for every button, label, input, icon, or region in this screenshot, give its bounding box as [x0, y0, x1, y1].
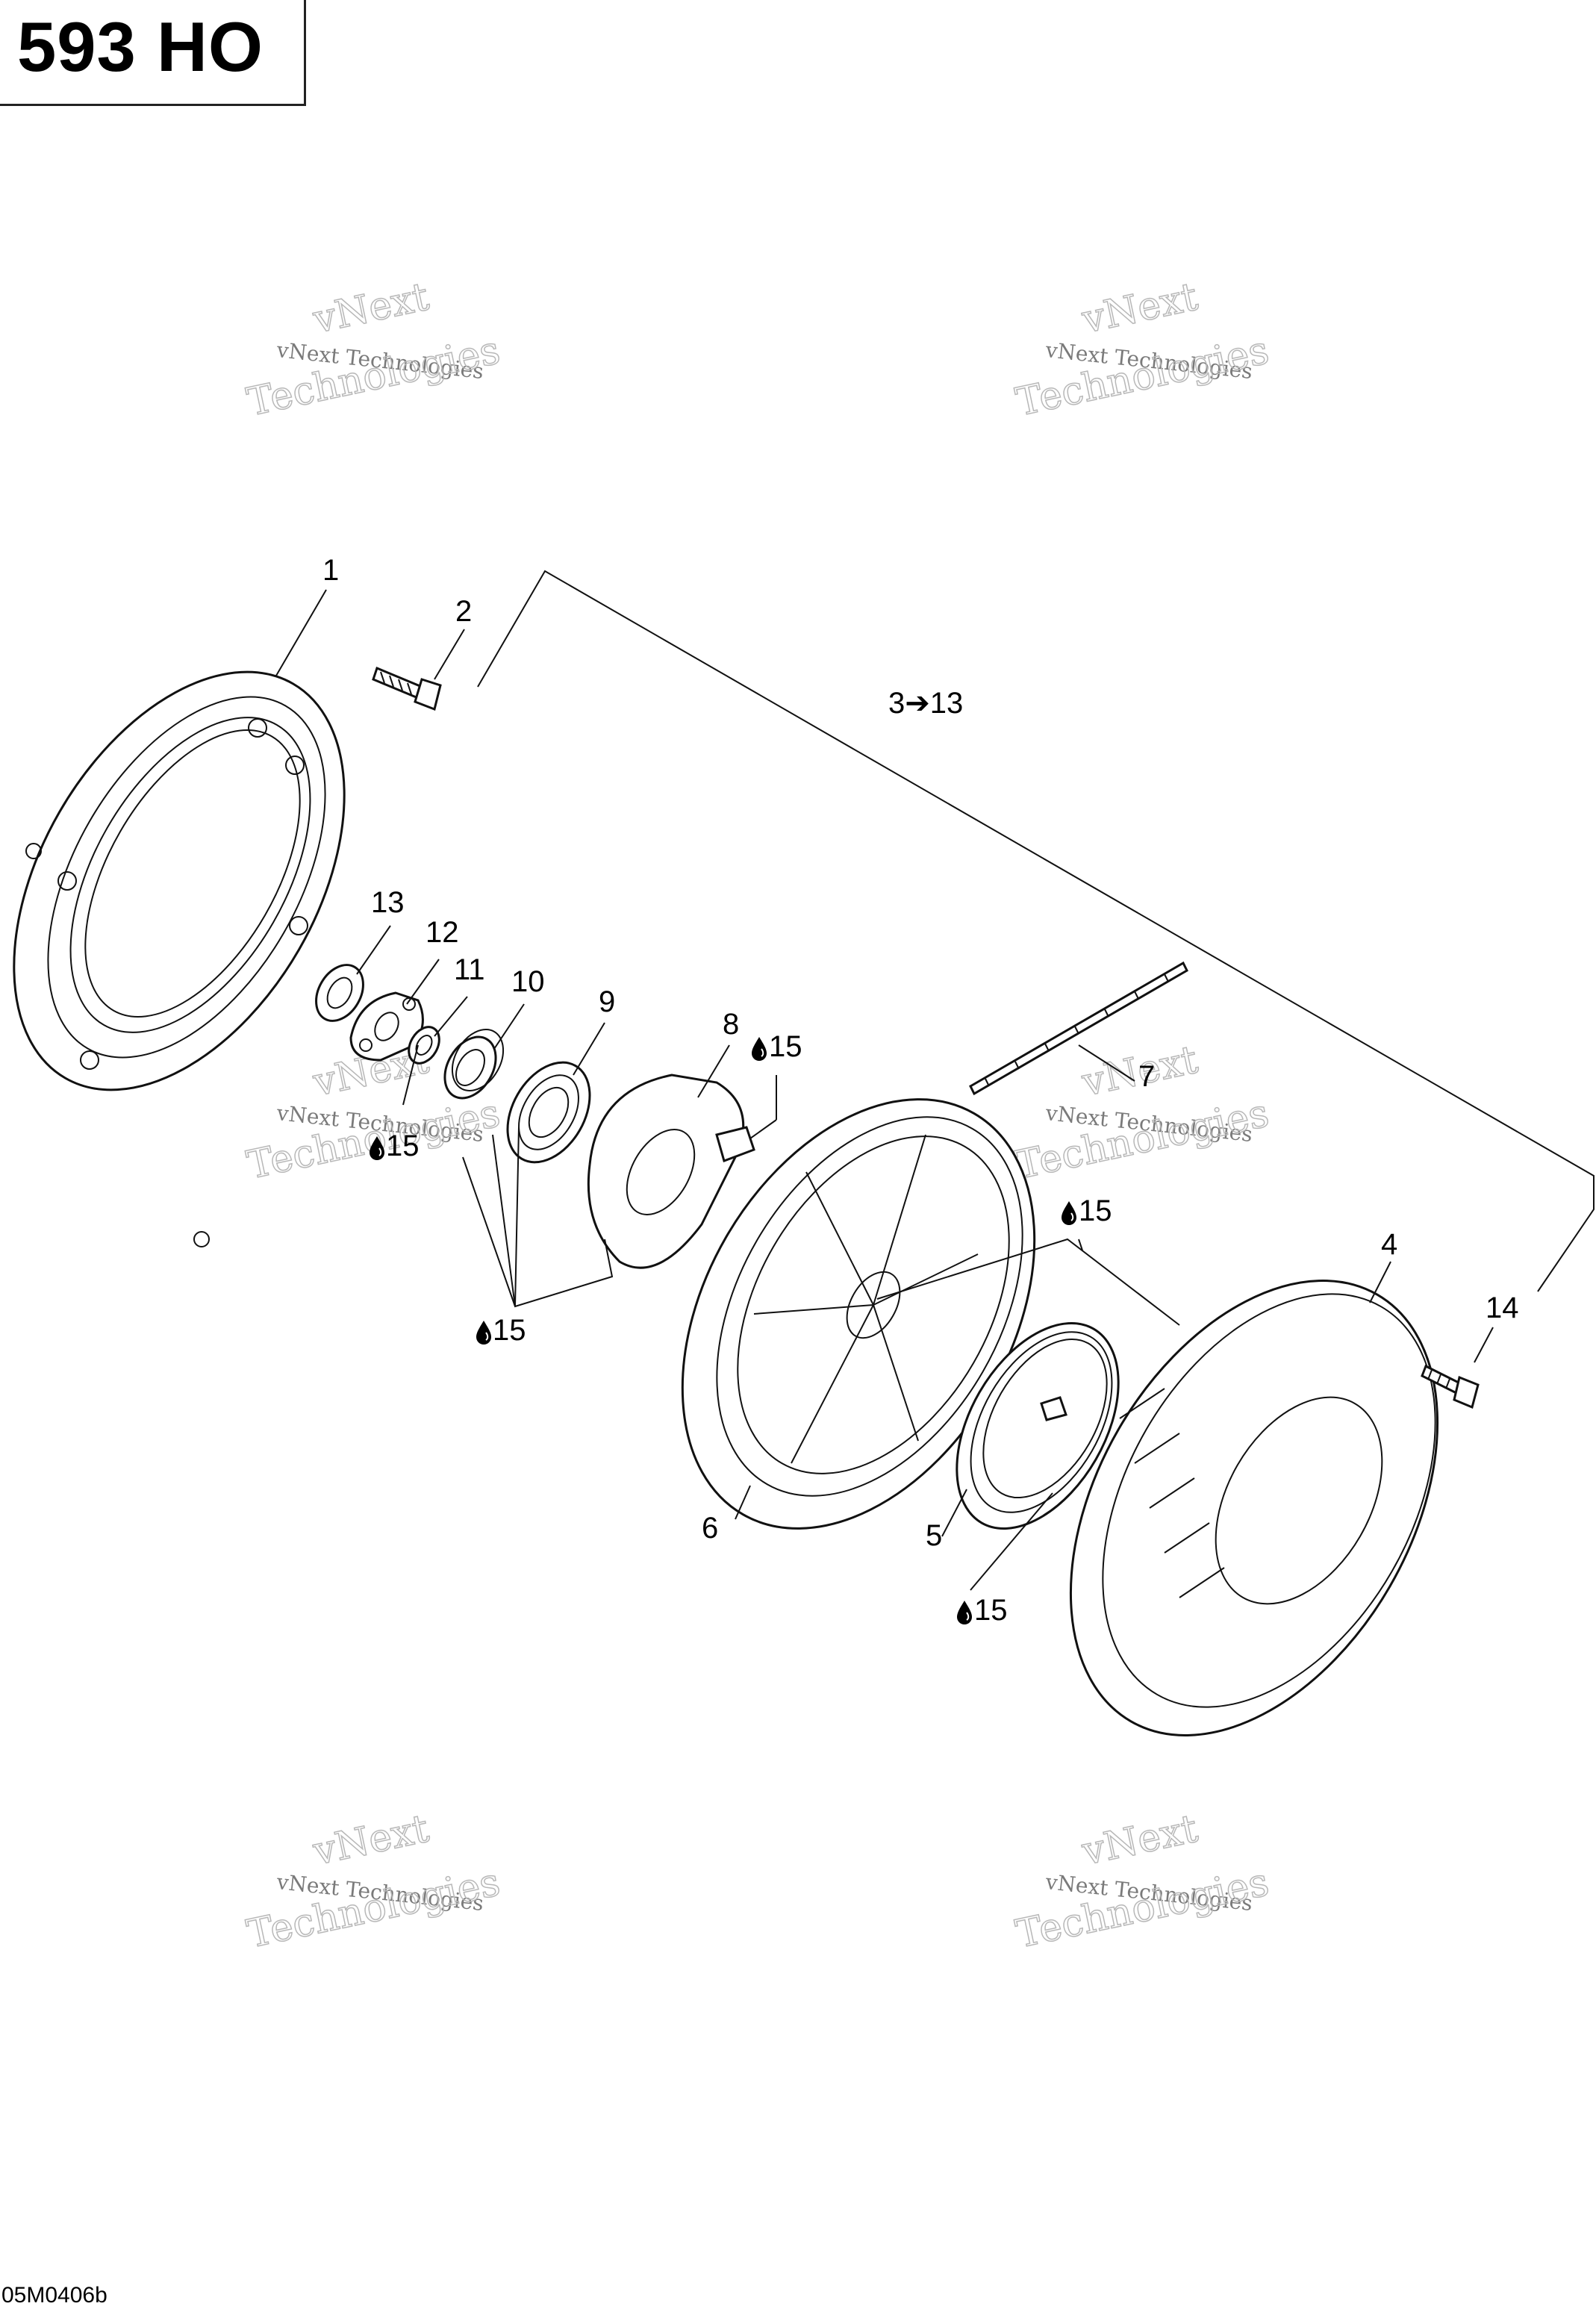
callout-15: 15 — [386, 1130, 420, 1162]
part-2-bolt — [372, 666, 442, 711]
part-1-housing-ring — [13, 670, 346, 1247]
oil-drop-icon — [1061, 1200, 1077, 1226]
oil-drop-icon — [476, 1320, 492, 1345]
part-6-rope-pulley — [681, 1098, 1036, 1530]
diagram-title: 593 HO — [17, 7, 264, 86]
callout-12: 12 — [426, 916, 459, 949]
leader-lines — [275, 570, 1595, 1591]
oil-drop-icon — [751, 1036, 767, 1062]
part-13-lock-ring — [315, 964, 364, 1022]
callout-15: 15 — [1079, 1194, 1112, 1227]
callout-13: 13 — [371, 886, 405, 919]
callout-15: 15 — [493, 1314, 526, 1347]
callout-1: 1 — [322, 554, 339, 587]
diagram-title-box: 593 HO — [0, 0, 306, 106]
part-12-plate — [349, 991, 424, 1062]
callout-11: 11 — [454, 953, 485, 986]
watermark-text: vNext — [1078, 275, 1202, 343]
watermark-text: vNext — [309, 275, 433, 343]
callout-7: 7 — [1138, 1060, 1155, 1093]
part-4-starter-cover — [1069, 1280, 1439, 1736]
callout-15: 15 — [974, 1594, 1008, 1627]
callout-14: 14 — [1486, 1292, 1519, 1324]
callout-2: 2 — [455, 595, 472, 628]
part-10-bushing — [443, 1029, 505, 1100]
callout-labels: 1 2 3➔13 4 5 6 7 8 9 10 11 12 13 14 15 1… — [322, 554, 1519, 1627]
part-8-cam — [587, 1074, 755, 1269]
callout-6: 6 — [702, 1512, 718, 1545]
callout-15: 15 — [769, 1030, 802, 1063]
part-9-spring-ring — [506, 1061, 591, 1164]
callout-4: 4 — [1381, 1228, 1397, 1261]
callout-9: 9 — [599, 985, 615, 1018]
part-14-bolt — [1421, 1364, 1480, 1409]
callout-5: 5 — [926, 1519, 942, 1552]
part-5-recoil-spring — [956, 1322, 1120, 1530]
callout-10: 10 — [511, 965, 545, 998]
part-7-rope — [969, 961, 1188, 1096]
watermark-text: vNext — [1078, 1807, 1202, 1875]
callout-3-13: 3➔13 — [888, 687, 963, 720]
oil-drop-icon — [956, 1600, 973, 1625]
reference-code: 05M0406b — [1, 2283, 107, 2308]
callout-8: 8 — [723, 1008, 739, 1041]
watermark-text: vNext — [309, 1807, 433, 1875]
